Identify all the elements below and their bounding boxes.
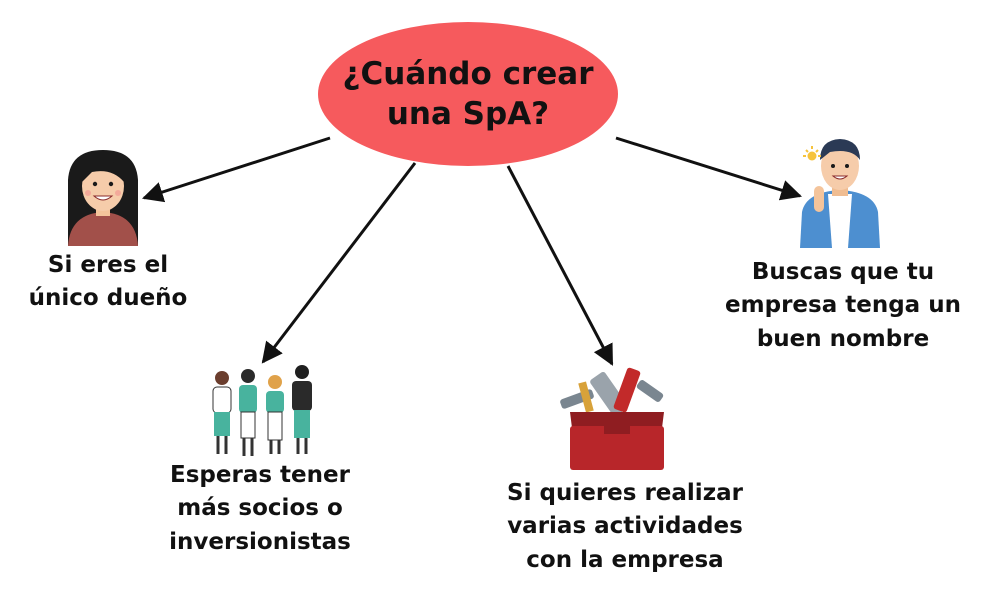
woman-avatar-icon bbox=[68, 150, 138, 246]
name-label-line-2: empresa tenga un bbox=[725, 292, 961, 319]
arrow-to-partners bbox=[261, 162, 417, 364]
owner-label: Si eres el único dueño bbox=[18, 249, 198, 316]
activities-label: Si quieres realizar varias actividades c… bbox=[480, 477, 770, 577]
partners-label: Esperas tener más socios o inversionista… bbox=[150, 459, 370, 559]
arrow-to-owner bbox=[142, 136, 331, 203]
partners-label-line-2: más socios o bbox=[177, 495, 343, 522]
activities-label-line-2: varias actividades bbox=[507, 513, 743, 540]
center-title-line-2: una SpA? bbox=[386, 96, 550, 132]
arrow-to-name bbox=[615, 136, 803, 201]
activities-label-line-3: con la empresa bbox=[526, 546, 724, 573]
owner-label-line-1: Si eres el bbox=[47, 252, 169, 278]
name-label: Buscas que tu empresa tenga un buen nomb… bbox=[698, 256, 988, 356]
center-ellipse bbox=[318, 22, 618, 166]
activities-label-line-1: Si quieres realizar bbox=[507, 480, 743, 506]
name-label-line-1: Buscas que tu bbox=[751, 259, 935, 285]
center-title-line-1: ¿Cuándo crear bbox=[342, 55, 594, 92]
name-label-line-3: buen nombre bbox=[756, 325, 930, 352]
group-people-icon bbox=[212, 365, 312, 456]
toolbox-icon bbox=[560, 367, 664, 470]
owner-label-line-2: único dueño bbox=[28, 285, 188, 312]
arrow-to-activities bbox=[506, 165, 614, 366]
partners-label-line-1: Esperas tener bbox=[170, 462, 350, 488]
partners-label-line-3: inversionistas bbox=[169, 528, 351, 555]
center-title: ¿Cuándo crear una SpA? bbox=[318, 24, 618, 164]
man-idea-icon bbox=[800, 139, 880, 248]
